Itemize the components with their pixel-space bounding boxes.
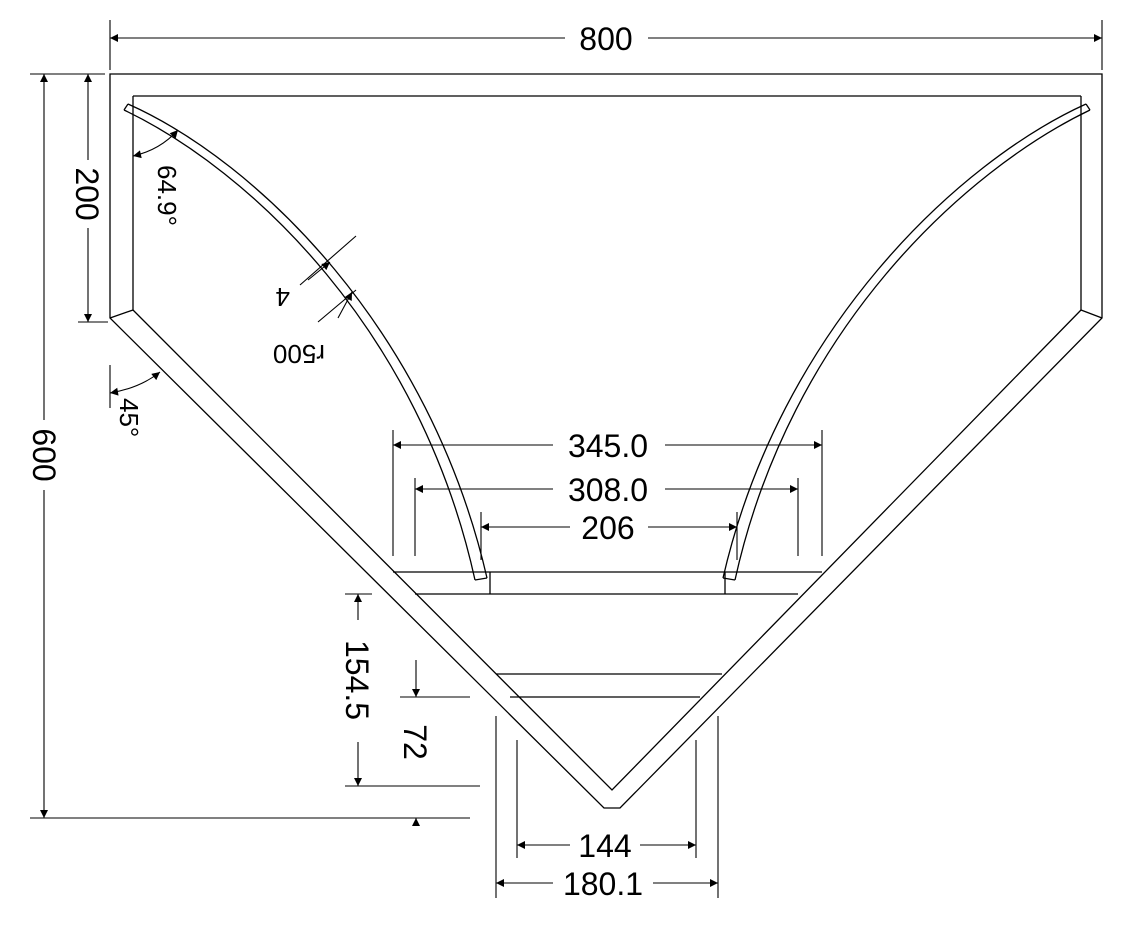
thickness-label: 4 xyxy=(276,282,290,312)
bottom-offset-label: 154.5 xyxy=(339,640,375,720)
dim-top-angle: 64.9° xyxy=(132,129,182,226)
radius-label: r500 xyxy=(273,339,325,369)
bottom-small-label: 72 xyxy=(397,724,433,760)
top-angle-label: 64.9° xyxy=(152,165,182,226)
horizontal-plates xyxy=(393,571,822,698)
hopper-outline xyxy=(109,73,1103,809)
side-angle-label: 45° xyxy=(114,398,144,437)
dim-side-angle: 45° xyxy=(109,365,161,437)
curved-blades xyxy=(123,103,1091,581)
width-label: 800 xyxy=(579,21,632,57)
height-label: 600 xyxy=(26,428,62,481)
dim-outlet-inner: 144 xyxy=(516,740,697,864)
dim-bottom-offset: 154.5 xyxy=(339,593,480,787)
dim-outer-opening: 345.0 xyxy=(392,428,823,556)
dim-side-height: 200 xyxy=(69,73,108,323)
inner-opening-label: 206 xyxy=(581,510,634,546)
dim-bottom-small: 72 xyxy=(397,660,470,826)
dim-inner-opening: 206 xyxy=(480,510,738,560)
dim-outlet-outer: 180.1 xyxy=(495,716,719,902)
dim-overall-width: 800 xyxy=(109,20,1103,70)
outlet-outer-label: 180.1 xyxy=(563,866,643,902)
dim-mid-opening: 308.0 xyxy=(414,472,799,556)
outer-opening-label: 345.0 xyxy=(568,428,648,464)
dim-overall-height: 600 xyxy=(26,73,400,819)
mid-opening-label: 308.0 xyxy=(568,472,648,508)
outlet-inner-label: 144 xyxy=(578,828,631,864)
side-height-label: 200 xyxy=(69,167,105,220)
dim-thickness: 4 r500 xyxy=(273,235,357,369)
